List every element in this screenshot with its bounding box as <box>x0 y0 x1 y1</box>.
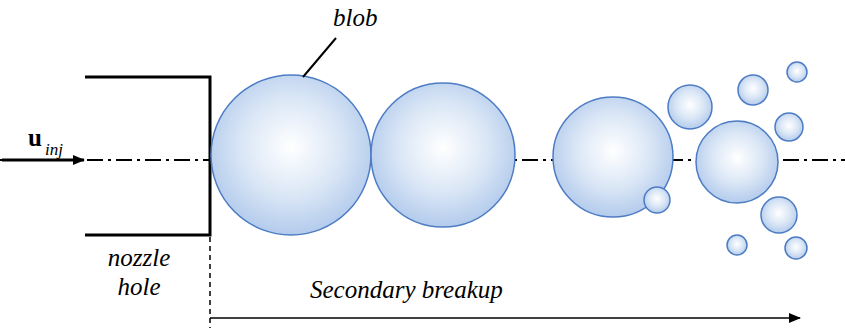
velocity-subscript: inj <box>45 140 63 160</box>
injection-arrow <box>2 159 84 162</box>
blobs <box>211 62 807 259</box>
nozzle-exit-line <box>209 237 211 328</box>
nozzle-wall <box>85 77 210 235</box>
part-label: blob <box>333 4 377 33</box>
velocity-symbol: u <box>28 124 42 153</box>
leader-line <box>303 38 336 77</box>
part-label: nozzle hole <box>84 244 194 302</box>
breakup-arrow <box>210 317 800 319</box>
region-label: Secondary breakup <box>310 276 503 305</box>
